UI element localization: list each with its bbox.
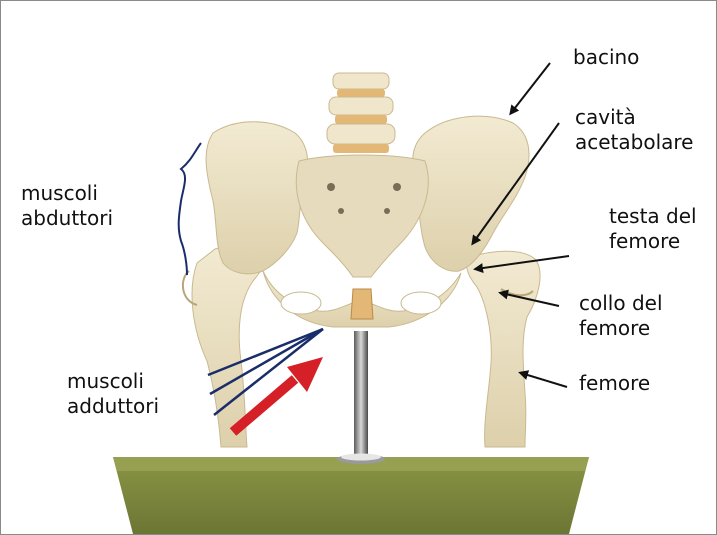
label-femore: femore <box>579 371 650 396</box>
stand-base <box>113 457 589 534</box>
label-muscoli-adduttori: muscoli adduttori <box>67 369 159 419</box>
label-muscoli-abduttori: muscoli abduttori <box>21 181 113 231</box>
label-cavita-acetabolare: cavità acetabolare <box>575 105 694 155</box>
lumbar-vertebrae <box>327 73 395 153</box>
label-bacino: bacino <box>573 45 639 70</box>
stand-rod <box>337 331 385 464</box>
label-collo-del-femore: collo del femore <box>579 291 663 341</box>
force-arrow <box>233 357 323 432</box>
right-femur <box>467 251 540 447</box>
label-testa-del-femore: testa del femore <box>609 204 697 254</box>
abductor-brace <box>179 143 201 275</box>
